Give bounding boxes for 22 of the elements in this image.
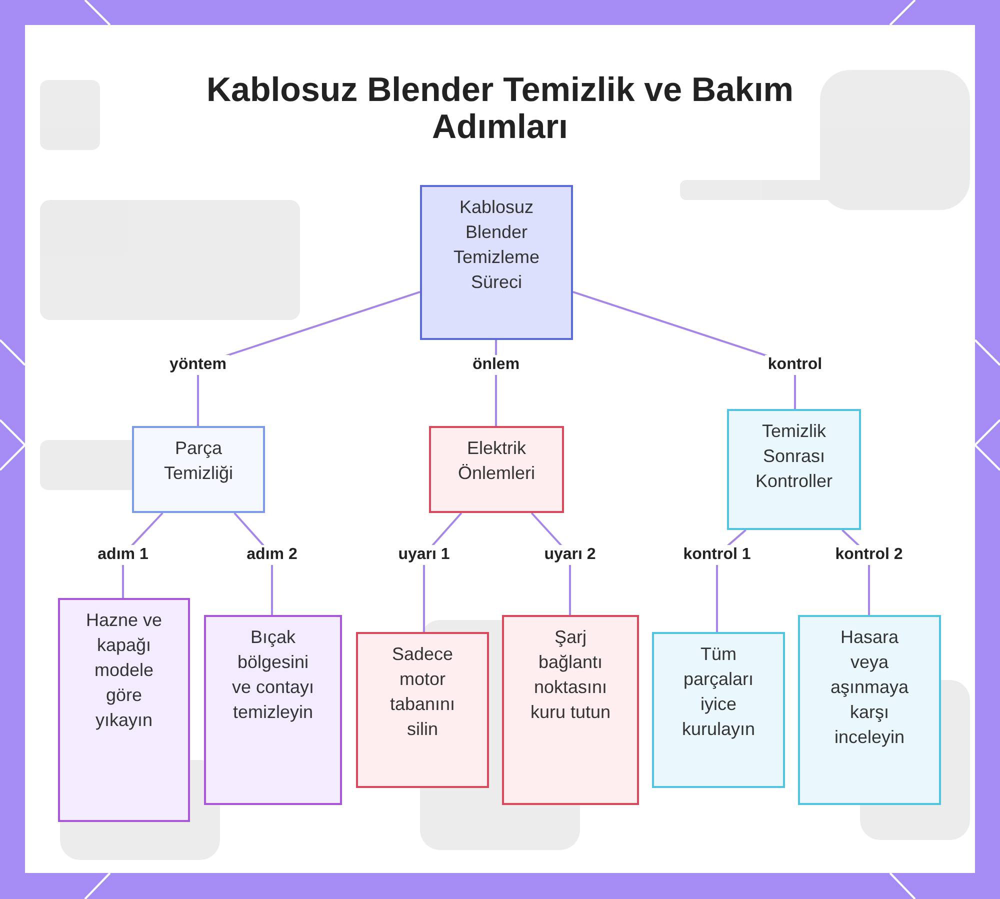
node-text: Sadece motor tabanını silin [388, 643, 456, 741]
process-box [58, 598, 190, 822]
process-box [798, 615, 941, 805]
edge-label: yöntem [166, 355, 230, 375]
process-box [420, 185, 573, 340]
node-text: Kablosuz Blender Temizleme Süreci [452, 196, 541, 294]
process-box [132, 426, 265, 513]
node-text: Şarj bağlantı noktasını kuru tutun [529, 626, 612, 724]
process-box [429, 426, 564, 513]
node-text: Hazne ve kapağı modele göre yıkayın [84, 609, 164, 732]
node-text: Elektrik Önlemleri [456, 437, 536, 485]
title: Kablosuz Blender Temizlik ve Bakım Adımları [206, 72, 794, 146]
process-box [652, 632, 785, 788]
process-box [727, 409, 861, 530]
process-box [204, 615, 342, 805]
node-text: Bıçak bölgesini ve contayı temizleyin [230, 626, 316, 724]
node-text: Tüm parçaları iyice kurulayın [680, 643, 756, 741]
process-box [356, 632, 489, 788]
node-text: Parça Temizliği [162, 437, 234, 485]
node-text: Hasara veya aşınmaya karşı inceleyin [829, 626, 910, 749]
process-box [502, 615, 639, 805]
node-text: Temizlik Sonrası Kontroller [754, 420, 834, 493]
